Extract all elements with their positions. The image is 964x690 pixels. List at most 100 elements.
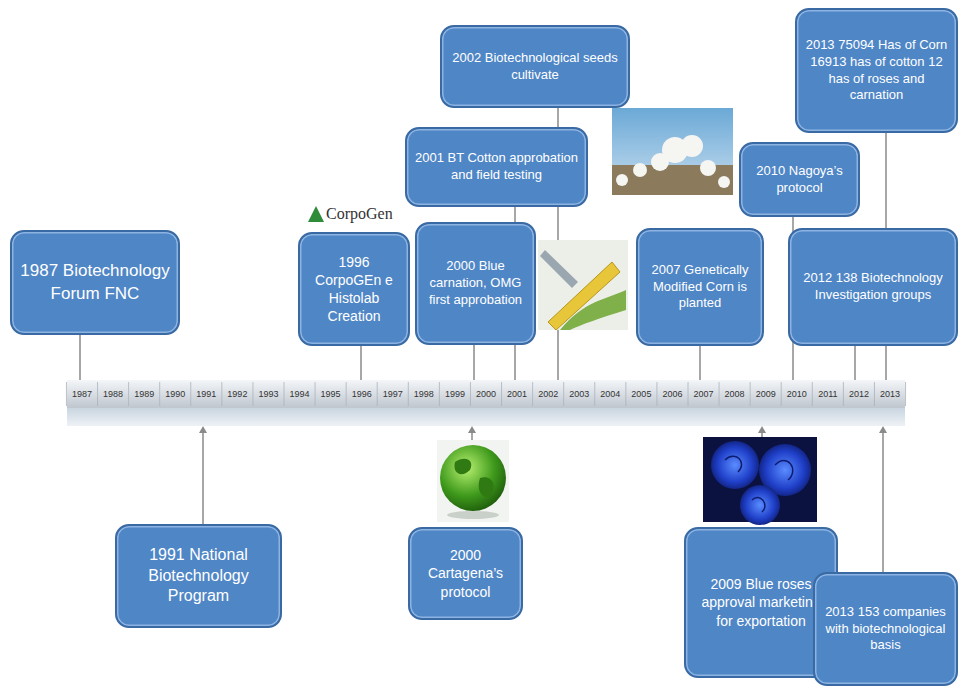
year-label: 1991 (196, 389, 216, 399)
axis-tick (346, 382, 347, 406)
timeline-event-box: 1996 CorpoGEn e Histolab Creation (298, 232, 410, 346)
axis-tick (284, 382, 285, 406)
leader-line (473, 343, 475, 380)
rose (740, 485, 780, 525)
logo-text: CorpoGen (326, 205, 393, 223)
year-label: 1989 (134, 389, 154, 399)
rose (711, 441, 759, 489)
year-label: 2013 (880, 389, 900, 399)
axis-tick (750, 382, 751, 406)
event-text: 2010 Nagoya’s protocol (748, 163, 851, 197)
globe-icon (437, 440, 509, 522)
timeline-event-box: 2002 Biotechnological seeds cultivate (440, 25, 630, 108)
year-label: 1990 (165, 389, 185, 399)
leader-line (699, 344, 701, 380)
timeline-event-box: 2000 Blue carnation, OMG first approbati… (415, 222, 536, 345)
axis-tick (625, 382, 626, 406)
year-label: 2001 (507, 389, 527, 399)
axis-tick (905, 382, 906, 406)
axis-tick (688, 382, 689, 406)
timeline-band (67, 408, 905, 426)
cotton-boll (718, 176, 730, 188)
axis-tick (501, 382, 502, 406)
year-label: 1995 (321, 389, 341, 399)
leader-arrowheads (199, 426, 887, 433)
globe-shadow (447, 511, 499, 519)
petal (725, 456, 742, 472)
year-label: 2005 (631, 389, 651, 399)
axis-tick (656, 382, 657, 406)
cotton-photo (612, 108, 733, 195)
year-label: 1994 (290, 389, 310, 399)
leader-line (854, 344, 856, 380)
leader-line (79, 334, 81, 380)
timeline-event-box: 2010 Nagoya’s protocol (739, 142, 860, 217)
timeline-event-box: 2001 BT Cotton approbation and field tes… (405, 127, 588, 207)
leader-lines (80, 106, 886, 572)
event-text: 2009 Blue roses approval marketing for e… (693, 575, 829, 630)
year-label: 2008 (725, 389, 745, 399)
year-label: 2011 (818, 389, 837, 399)
year-label: 1992 (227, 389, 247, 399)
year-label: 2006 (662, 389, 682, 399)
event-text: 1991 National Biotechnology Program (124, 545, 273, 607)
year-label: 2007 (694, 389, 714, 399)
event-text: 1987 Biotechnology Forum FNC (19, 260, 171, 304)
event-text: 2002 Biotechnological seeds cultivate (449, 50, 621, 84)
axis-tick (439, 382, 440, 406)
axis-tick (594, 382, 595, 406)
year-label: 2004 (600, 389, 620, 399)
arrowhead (199, 426, 207, 433)
timeline-event-box: 1991 National Biotechnology Program (115, 524, 282, 628)
year-label: 2000 (476, 389, 496, 399)
petal (752, 497, 765, 512)
blue-roses-photo (703, 437, 817, 525)
axis-tick (532, 382, 533, 406)
petal (775, 460, 793, 480)
cotton-boll (700, 160, 716, 176)
axis-tick (719, 382, 720, 406)
axis-tick (190, 382, 191, 406)
axis-tick (159, 382, 160, 406)
globe-land (454, 459, 493, 497)
globe (440, 445, 506, 511)
year-label: 2012 (849, 389, 869, 399)
timeline-ticks (66, 382, 905, 406)
year-label: 2010 (787, 389, 807, 399)
year-label: 1997 (383, 389, 403, 399)
axis-tick (470, 382, 471, 406)
axis-tick (812, 382, 813, 406)
year-label: 1988 (103, 389, 123, 399)
year-label: 1998 (414, 389, 434, 399)
logo-mark (308, 206, 324, 222)
axis-tick (377, 382, 378, 406)
axis-tick (874, 382, 875, 406)
axis-tick (252, 382, 253, 406)
cotton-boll (616, 174, 628, 186)
event-text: 2000 Cartagena’s protocol (417, 546, 514, 601)
timeline-event-box: 2012 138 Biotechnology Investigation gro… (788, 228, 958, 346)
corn-photo (538, 240, 628, 330)
leader-line (882, 432, 884, 572)
axis-tick (97, 382, 98, 406)
timeline-event-box: 2000 Cartagena’s protocol (408, 527, 523, 620)
year-label: 2003 (569, 389, 589, 399)
leader-line (360, 344, 362, 380)
arrowhead (879, 426, 887, 433)
timeline-event-box: 2013 75094 Has of Corn 16913 has of cott… (795, 8, 958, 133)
cotton-boll (681, 135, 703, 157)
axis-tick (66, 382, 67, 406)
axis-tick (408, 382, 409, 406)
leader-line (202, 432, 204, 524)
leader-line (471, 432, 473, 440)
photo-ground (538, 240, 628, 330)
axis-tick (221, 382, 222, 406)
arrowhead (468, 426, 476, 433)
timeline-band (67, 380, 905, 408)
timeline-event-box: 2013 153 companies with biotechnological… (813, 572, 958, 686)
event-text: 1996 CorpoGEn e Histolab Creation (307, 253, 401, 326)
timeline-event-box: 1987 Biotechnology Forum FNC (10, 230, 180, 335)
cotton-boll (633, 163, 647, 177)
syringe (540, 250, 578, 288)
corn-leaf (560, 290, 626, 330)
